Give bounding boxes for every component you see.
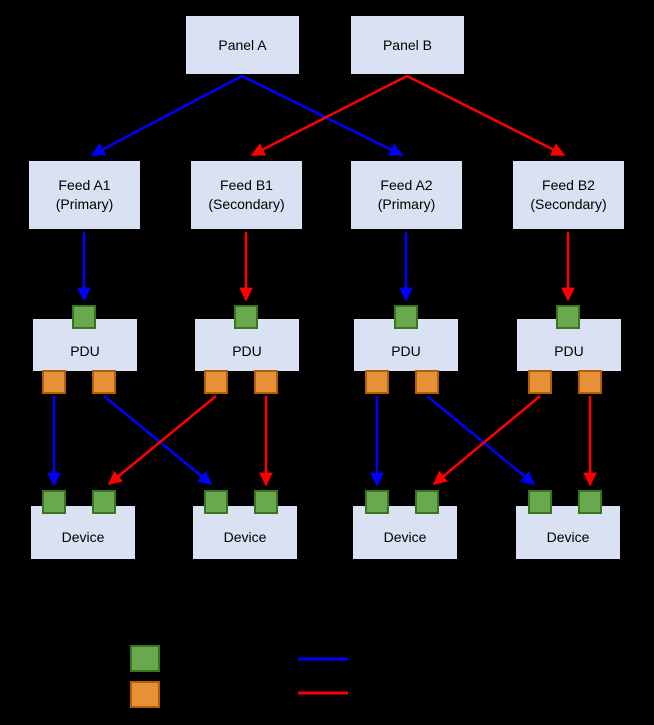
feed-a2-name: Feed A2 <box>380 177 433 193</box>
feed-a1-name: Feed A1 <box>58 177 111 193</box>
pdu-label: PDU <box>554 342 584 359</box>
device-box: Device <box>352 505 458 560</box>
secondary-power-arrow <box>107 395 217 485</box>
feed-a1-box: Feed A1 (Primary) <box>28 160 141 230</box>
power-output-port <box>42 370 66 394</box>
secondary-power-arrow <box>250 74 408 157</box>
device-box: Device <box>515 505 621 560</box>
power-output-port <box>578 370 602 394</box>
legend-power-output-swatch <box>130 681 160 708</box>
pdu-box: PDU <box>353 318 459 372</box>
device-label: Device <box>383 529 427 545</box>
secondary-power-arrow <box>406 74 566 157</box>
power-output-port <box>365 370 389 394</box>
feed-b2-name: Feed B2 <box>542 177 595 193</box>
pdu-label: PDU <box>70 342 100 359</box>
feed-a1-role: (Primary) <box>55 196 114 212</box>
device-label: Device <box>61 529 105 545</box>
secondary-power-arrow <box>432 395 541 485</box>
panel-a-label: Panel A <box>218 36 267 53</box>
power-output-port <box>528 370 552 394</box>
power-input-port <box>42 490 66 514</box>
feed-b1-role: (Secondary) <box>208 196 285 212</box>
device-box: Device <box>30 505 136 560</box>
power-input-port <box>415 490 439 514</box>
power-input-port <box>234 305 258 329</box>
power-output-port <box>415 370 439 394</box>
feed-b2-role: (Secondary) <box>530 196 607 212</box>
device-box: Device <box>192 505 298 560</box>
panel-a-box: Panel A <box>185 15 300 75</box>
pdu-label: PDU <box>391 342 421 359</box>
primary-power-arrow <box>103 395 213 485</box>
legend-power-input-swatch <box>130 645 160 672</box>
power-input-port <box>254 490 278 514</box>
power-input-port <box>92 490 116 514</box>
feed-a2-box: Feed A2 (Primary) <box>350 160 463 230</box>
feed-b1-name: Feed B1 <box>220 177 273 193</box>
primary-power-arrow <box>90 74 243 157</box>
power-input-port <box>394 305 418 329</box>
feed-a2-role: (Primary) <box>377 196 436 212</box>
power-input-port <box>578 490 602 514</box>
power-output-port <box>92 370 116 394</box>
feed-b1-box: Feed B1 (Secondary) <box>190 160 303 230</box>
power-output-port <box>204 370 228 394</box>
power-output-port <box>254 370 278 394</box>
pdu-label: PDU <box>232 342 262 359</box>
primary-power-arrow <box>241 74 404 157</box>
panel-b-box: Panel B <box>350 15 465 75</box>
power-input-port <box>204 490 228 514</box>
feed-b2-box: Feed B2 (Secondary) <box>512 160 625 230</box>
device-label: Device <box>223 529 267 545</box>
power-input-port <box>72 305 96 329</box>
panel-b-label: Panel B <box>382 36 433 53</box>
primary-power-arrow <box>426 395 536 485</box>
power-input-port <box>365 490 389 514</box>
power-input-port <box>528 490 552 514</box>
device-label: Device <box>546 529 590 545</box>
power-input-port <box>556 305 580 329</box>
